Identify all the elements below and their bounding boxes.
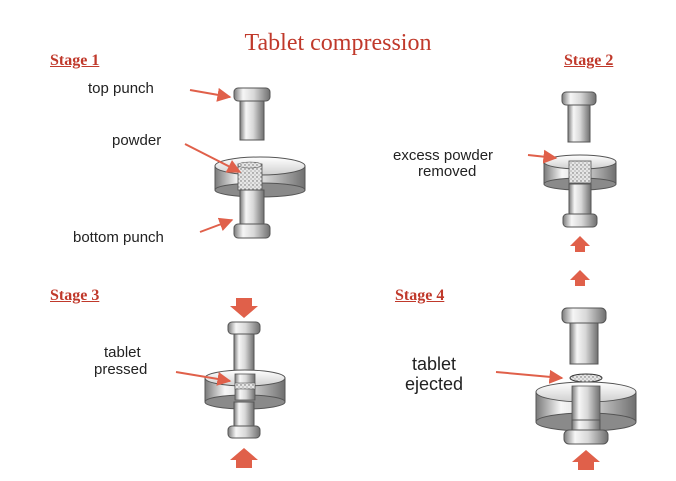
stage-4-top-punch bbox=[561, 307, 607, 365]
arrow-top-punch bbox=[189, 87, 232, 102]
stage-2-bottom-punch bbox=[562, 183, 598, 228]
stage-2-die bbox=[543, 154, 617, 191]
stage-2-label: Stage 2 bbox=[564, 52, 614, 69]
diagram-title: Tablet compression bbox=[244, 30, 432, 56]
stage-4-label: Stage 4 bbox=[395, 287, 445, 304]
arrow-excess-powder bbox=[527, 149, 558, 164]
stage-2-top-punch bbox=[561, 91, 597, 143]
stage-3-up-arrow bbox=[230, 448, 258, 468]
stage-3-label: Stage 3 bbox=[50, 287, 100, 304]
tablet-ejected-label-1: tablet bbox=[412, 354, 457, 374]
removed-label: removed bbox=[418, 163, 477, 180]
stage-3-down-arrow bbox=[230, 298, 258, 318]
stage-2-up-arrows bbox=[570, 236, 590, 286]
tablet-pressed-label-2: pressed bbox=[94, 361, 148, 378]
stage-1-bottom-punch bbox=[233, 189, 271, 239]
arrow-bottom-punch bbox=[199, 217, 234, 233]
stage-1-top-punch bbox=[233, 87, 271, 141]
arrow-tablet-pressed bbox=[175, 371, 232, 386]
stage-4-tablet bbox=[569, 373, 603, 383]
stage-3-top-punch bbox=[227, 321, 261, 376]
arrow-tablet-ejected bbox=[495, 369, 564, 384]
arrow-powder bbox=[184, 143, 242, 173]
tablet-pressed-label-1: tablet bbox=[104, 344, 141, 361]
excess-powder-label: excess powder bbox=[393, 147, 494, 164]
stage-1-label: Stage 1 bbox=[50, 52, 100, 69]
bottom-punch-label: bottom punch bbox=[73, 229, 164, 246]
top-punch-label: top punch bbox=[88, 80, 154, 97]
tablet-ejected-label-2: ejected bbox=[405, 374, 464, 394]
stage-4-up-arrow bbox=[572, 450, 600, 470]
powder-label: powder bbox=[112, 132, 162, 149]
stage-3-bottom-punch bbox=[227, 401, 261, 439]
stage-4-bottom-punch bbox=[563, 419, 609, 445]
